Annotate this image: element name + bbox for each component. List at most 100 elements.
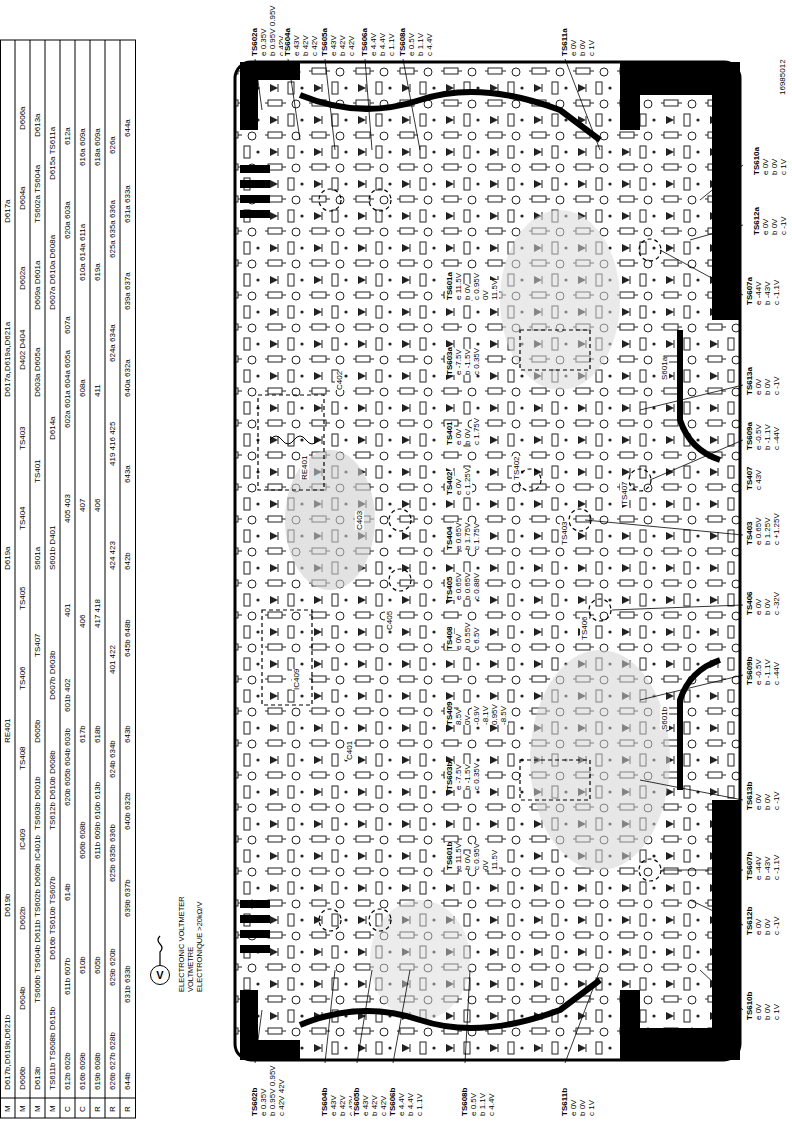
table-cell: D613b — [33, 1066, 42, 1090]
voltage-value: b 0V — [463, 854, 472, 870]
table-cell: D617b,D619b,D621b — [3, 1015, 12, 1090]
component-label: TS406 — [580, 616, 589, 640]
voltage-value: c -44V — [772, 427, 781, 450]
table-cell: 417 418 — [93, 599, 102, 628]
voltage-value: e 0.35V — [259, 28, 268, 56]
voltage-value: b 0V — [463, 284, 472, 300]
table-cell: RE401 — [3, 719, 12, 743]
voltage-value: b 4.4V — [378, 33, 387, 56]
voltage-value: e 0.5V — [469, 1093, 478, 1116]
table-cell: D614a — [48, 416, 57, 440]
table-header: R — [108, 1106, 117, 1112]
table-cell: 617b — [78, 726, 87, 744]
transistor-name: TS607a — [745, 277, 754, 305]
table-cell: TS603b D601b — [33, 776, 42, 830]
voltage-value: e 4.4V — [369, 33, 378, 56]
table-cell: TS407 — [33, 633, 42, 657]
copper-trace — [620, 62, 740, 320]
transistor-name: TS406 — [745, 591, 754, 615]
table-cell: TS602b D609b IC401b — [33, 835, 42, 917]
voltage-value: e 0V — [454, 479, 463, 495]
voltage-value: -0.9V — [472, 706, 481, 725]
connector-pads — [240, 165, 270, 953]
transistor-name: TS601a — [445, 272, 454, 300]
voltage-value: b 0.95V 0.95V — [268, 1065, 277, 1116]
table-header: C — [63, 1106, 72, 1112]
leader-line — [255, 59, 743, 1063]
voltage-value: e 0.65V — [454, 522, 463, 550]
copper-trace — [240, 990, 300, 1060]
table-cell: 644a — [123, 119, 132, 137]
component-label: IC409 — [292, 669, 301, 690]
voltage-value: b 0.55V — [463, 622, 472, 650]
transistor-name: TS601b — [445, 842, 454, 870]
voltage-value: c 1.1V — [387, 33, 396, 56]
meter-caption: ELECTRONIC VOLTMETER VOLTMETRE ELECTRONI… — [177, 894, 204, 992]
component-label: S601a — [660, 357, 669, 380]
voltage-value: 11.5V — [490, 850, 499, 870]
table-cell: 607a — [63, 316, 72, 334]
voltage-value: c 1.1V — [415, 1093, 424, 1116]
voltage-value: e -44V — [754, 281, 763, 305]
table-cell: TS403 — [18, 426, 27, 450]
voltage-value: b -1.5V — [463, 349, 472, 375]
transistor-name: TS603a — [445, 347, 454, 375]
table-cell: 620b 605b 604b 603b — [63, 729, 72, 807]
component-label: TS402 — [512, 456, 521, 480]
table-cell: 605b — [93, 957, 102, 975]
transistor-name: TS403 — [745, 521, 754, 545]
table-cell: 624a 634a — [108, 324, 117, 362]
voltage-value: c -1.1V — [772, 280, 781, 305]
table-cell: 614b — [63, 883, 72, 901]
table-cell: TS408 — [18, 746, 27, 770]
voltage-value: c 42V — [347, 36, 356, 56]
voltage-value: c 0.88V — [472, 573, 481, 600]
table-cell: D606a — [18, 106, 27, 130]
parts-table — [0, 40, 136, 1118]
table-cell: 610a 614a 611a — [78, 224, 87, 281]
table-cell: D402 D404 — [18, 330, 27, 370]
table-cell: 624b 634b — [108, 740, 117, 778]
voltage-value: c 42V — [310, 36, 319, 56]
voltage-value: e 43V — [292, 35, 301, 56]
table-header: M — [18, 1105, 27, 1112]
table-cell: D619a — [3, 546, 12, 570]
voltage-value: e 0V — [754, 794, 763, 810]
component-label: TS407 — [620, 481, 629, 505]
transistor-name: TS613b — [745, 782, 754, 810]
transistor-name: TS604b — [320, 1088, 329, 1116]
table-cell: D604b — [18, 986, 27, 1010]
voltage-value: c 42V — [379, 1096, 388, 1116]
voltmeter-probe — [158, 936, 162, 965]
table-cell: 401 422 — [108, 645, 117, 674]
table-cell: 619a — [93, 263, 102, 281]
table-cell: 626a — [108, 136, 117, 154]
table-cell: D602a — [18, 266, 27, 290]
voltage-value: e -7.5V — [454, 349, 463, 375]
voltage-value: c -1V — [779, 216, 788, 235]
voltage-value: c -1V — [772, 376, 781, 395]
voltage-value: e 0.65V — [454, 572, 463, 600]
table-cell: TS606b TS604b D611b — [33, 920, 42, 1003]
table-cell: 608a — [78, 379, 87, 397]
transistor-name: TS408 — [445, 626, 454, 650]
voltage-value: b 0V — [463, 429, 472, 445]
table-cell: D615a TS611a — [48, 127, 57, 180]
voltage-value: 0V — [463, 715, 472, 725]
table-cell: 602a 601a 604a 605a — [63, 350, 72, 428]
table-cell: 643a — [123, 466, 132, 484]
copper-trace — [240, 62, 300, 130]
component-label: C402 — [335, 371, 344, 390]
table-header: R — [93, 1106, 102, 1112]
voltage-value: b 0V — [770, 159, 779, 175]
voltage-value: c 1.75V — [472, 418, 481, 445]
transistor-name: TS409 — [445, 701, 454, 725]
table-cell: 619b 608b — [93, 1052, 102, 1090]
voltage-value: b -1.1V — [763, 424, 772, 450]
transistor-name: TS612a — [752, 207, 761, 235]
table-cell: 631b 633b — [123, 966, 132, 1004]
table-cell: 616a 609a — [78, 128, 87, 166]
table-cell: 618b — [93, 726, 102, 744]
transistor-name: TS404 — [445, 526, 454, 550]
